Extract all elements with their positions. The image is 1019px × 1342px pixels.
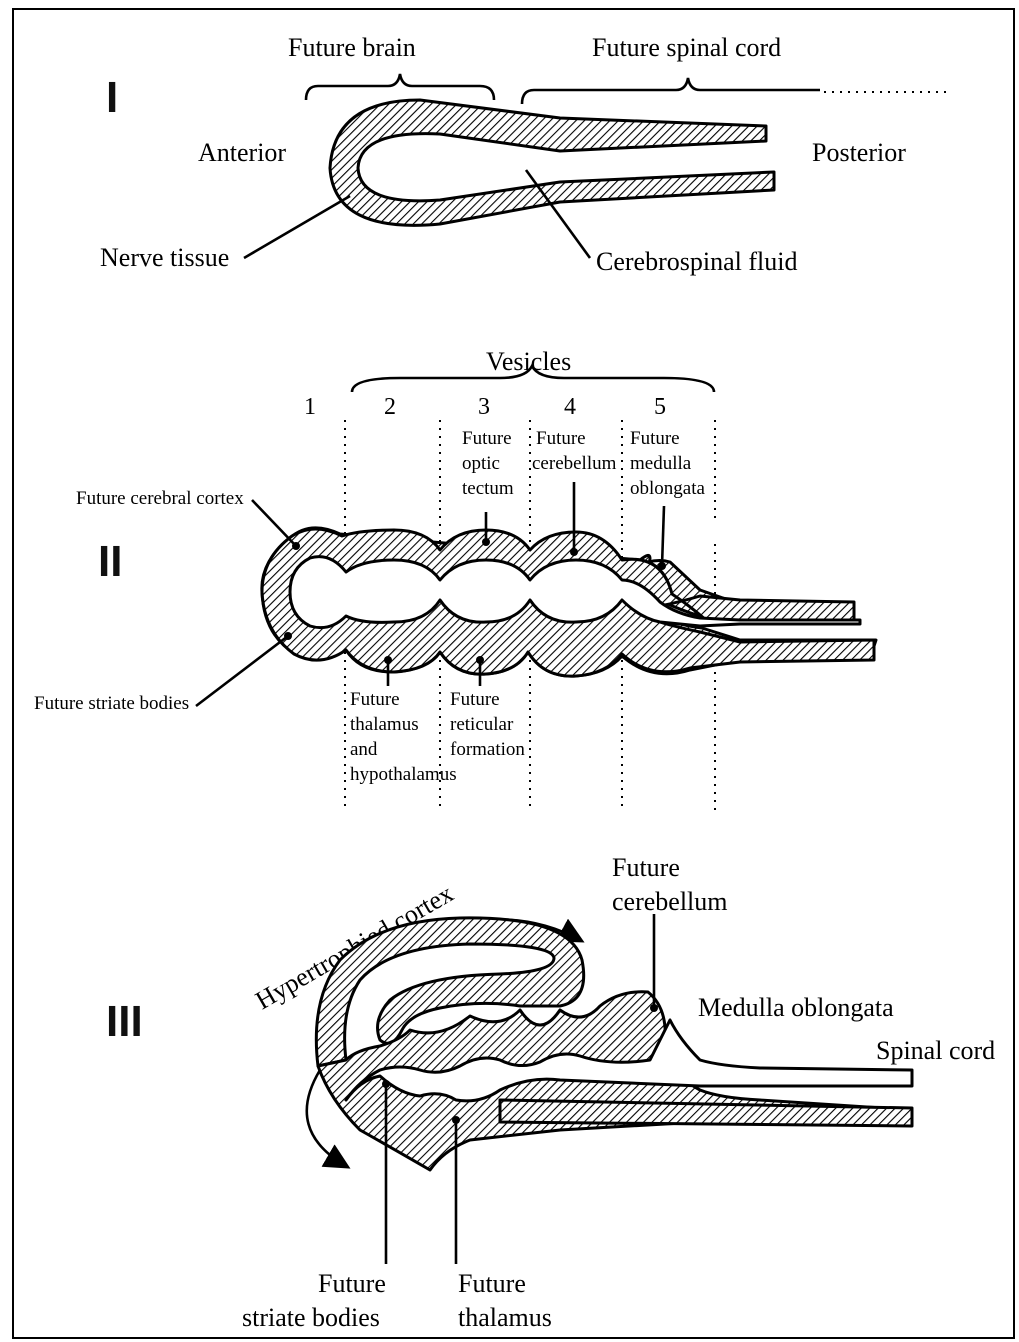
striate-bodies-pointer-panel-two [196,636,288,706]
panel-one: I Future brain Future spinal cord Anteri… [100,33,950,276]
cerebral-cortex-dot [292,542,300,550]
optic-tectum-dot [482,538,490,546]
future-striate-bodies-label-line1: Future [318,1269,386,1298]
medulla-label-line3: oblongata [630,478,705,499]
future-striate-bodies-label-panel-two: Future striate bodies [34,693,189,714]
cerebral-cortex-pointer [252,500,296,546]
cerebellum-label-line1: Future [536,428,586,449]
reticular-label-line3: formation [450,739,525,760]
cerebellum-dot [570,548,578,556]
optic-tectum-label-line1: Future [462,428,512,449]
future-thalamus-dot [452,1116,460,1124]
panel-one-numeral: I [106,73,118,122]
thalamus-label-line2: thalamus [350,714,419,735]
future-striate-bodies-dot [382,1080,390,1088]
future-striate-bodies-label-line2: striate bodies [242,1303,380,1332]
optic-tectum-label-line2: optic [462,453,500,474]
spinal-cord-lower-wall [500,1100,912,1126]
vesicle-number-2: 2 [384,394,396,420]
medulla-dot [658,562,666,570]
medulla-oblongata-label: Medulla oblongata [698,993,894,1022]
future-thalamus-label-line2: thalamus [458,1303,552,1332]
future-brain-brace [306,74,494,100]
thalamus-label-line3: and [350,739,378,760]
medulla-label-line2: medulla [630,453,692,474]
panel-two: II Vesicles 1 2 3 4 5 Future optic tectu… [34,347,876,810]
future-cerebellum-dot [650,1004,658,1012]
cerebrospinal-fluid-label: Cerebrospinal fluid [596,247,797,276]
cerebellum-label-line2: cerebellum [532,453,617,474]
thalamus-label-line1: Future [350,689,400,710]
future-cerebellum-label-line2: cerebellum [612,887,728,916]
reticular-label-line1: Future [450,689,500,710]
posterior-label: Posterior [812,138,906,167]
reticular-label-line2: reticular [450,714,514,735]
future-spinal-cord-label: Future spinal cord [592,33,781,62]
future-thalamus-label-line1: Future [458,1269,526,1298]
future-cerebral-cortex-label: Future cerebral cortex [76,488,244,509]
vesicle-number-3: 3 [478,394,490,420]
panel-two-numeral: II [98,537,122,586]
panel-three-numeral: III [106,997,143,1046]
anterior-label: Anterior [198,138,286,167]
thalamus-dot [384,656,392,664]
future-brain-label: Future brain [288,33,416,62]
vesicle-number-4: 4 [564,394,576,420]
future-cerebellum-label-line1: Future [612,853,680,882]
future-spinal-cord-brace [522,78,820,104]
nerve-tissue-pointer [244,196,350,258]
medulla-pointer [662,506,664,566]
panel-three: III Hypertrophied cortex Future cerebell… [106,853,995,1332]
medulla-label-line1: Future [630,428,680,449]
striate-bodies-dot-panel-two [284,632,292,640]
vesicle-number-1: 1 [304,394,316,420]
optic-tectum-label-line3: tectum [462,478,514,499]
reticular-dot [476,656,484,664]
nerve-tissue-label: Nerve tissue [100,243,229,272]
thalamus-label-line4: hypothalamus [350,764,457,785]
spinal-cord-label: Spinal cord [876,1036,995,1065]
vesicle-number-5: 5 [654,394,666,420]
